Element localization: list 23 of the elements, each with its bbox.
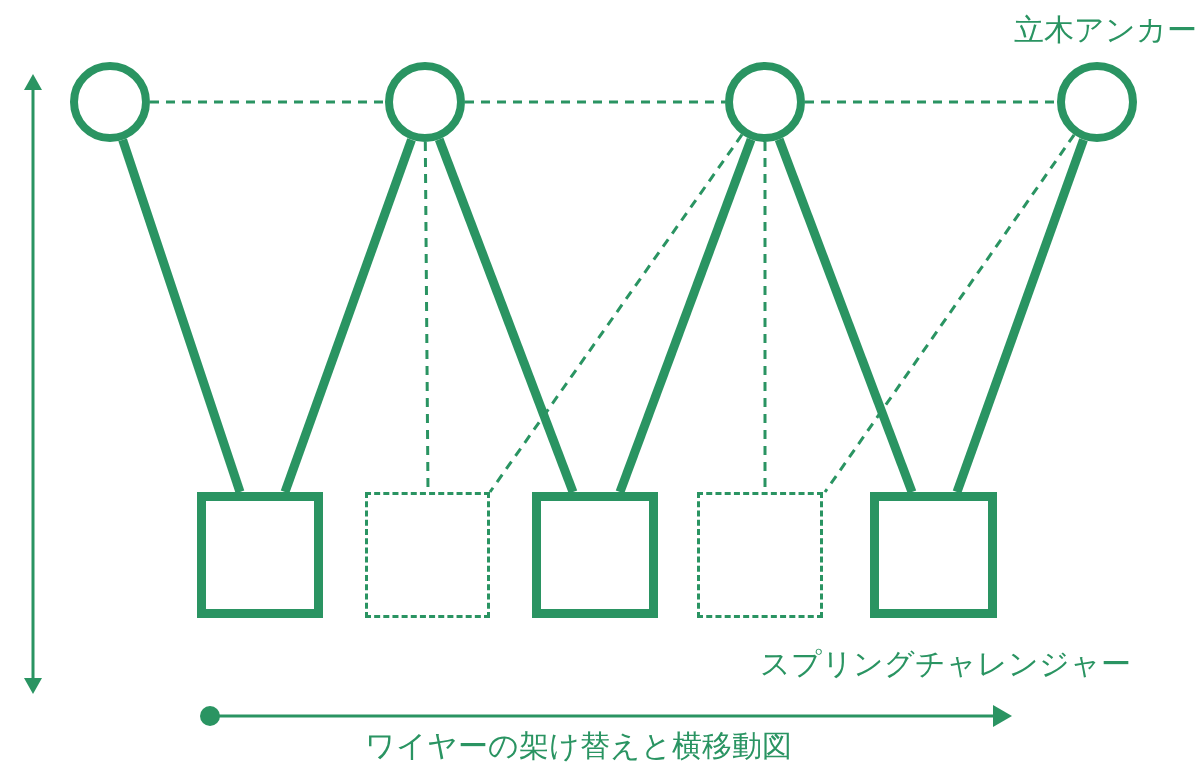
anchor-circle [1057,62,1137,142]
dashed-square [365,492,490,618]
wire-line [952,138,1088,494]
square [532,492,658,618]
wire-line [280,138,416,494]
wire-line [435,137,578,494]
square [197,492,323,618]
dashed-line [150,100,385,104]
square [870,492,997,618]
dashed-line [805,100,1057,104]
anchor-circle [70,62,150,142]
wire-line [118,138,245,494]
caption: ワイヤーの架け替えと横移動図 [365,728,792,764]
dashed-line [465,100,725,104]
dashed-line [823,133,1076,493]
dashed-line [488,133,744,493]
part-label: 立木アンカー [1014,12,1197,48]
anchor-circle [385,62,465,142]
wire-line [774,137,917,494]
wire-line [615,137,756,494]
part-label: スプリングチャレンジャー [760,646,1131,682]
dashed-square [697,492,823,618]
anchor-circle [725,62,805,142]
